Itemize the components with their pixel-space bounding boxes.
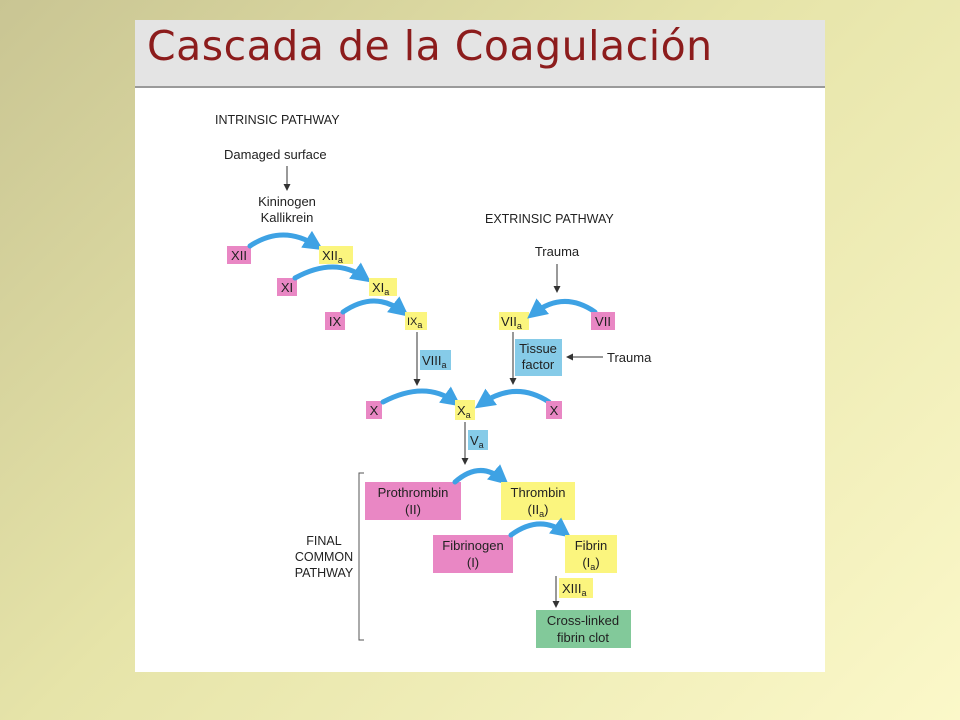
extrinsic-heading: EXTRINSIC PATHWAY (485, 212, 614, 226)
clot-line-2: fibrin clot (557, 630, 609, 645)
tissue-factor-line-2: factor (522, 357, 555, 372)
kininogen-label: Kininogen (258, 194, 316, 209)
factor-x-right-label: X (550, 403, 559, 418)
damaged-surface-label: Damaged surface (224, 147, 327, 162)
factor-va-label: Va (470, 433, 484, 450)
slide-title: Cascada de la Coagulación (147, 22, 713, 70)
kallikrein-label: Kallikrein (261, 210, 314, 225)
factor-viia-box (499, 312, 529, 330)
factor-x-left-box (366, 401, 382, 419)
activation-arrow-vii (527, 298, 598, 319)
factor-vii-label: VII (595, 314, 611, 329)
factor-ix-label: IX (329, 314, 342, 329)
factor-xa-box (455, 400, 475, 420)
fibrin-box (565, 535, 617, 573)
prothrombin-box (365, 482, 461, 520)
final-pathway-line-3: PATHWAY (295, 566, 354, 580)
fibrin-line-1: Fibrin (575, 538, 608, 553)
factor-ixa-label: IXa (407, 316, 422, 330)
factor-xi-label: XI (281, 280, 293, 295)
coagulation-cascade-diagram: INTRINSIC PATHWAY Damaged surface Kinino… (215, 113, 652, 648)
activation-arrow-x-left (380, 386, 462, 407)
factor-viia-label: VIIa (501, 314, 522, 331)
factor-xiiia-box (559, 578, 593, 598)
prothrombin-line-2: (II) (405, 502, 421, 517)
factor-vii-box (591, 312, 615, 330)
intrinsic-heading: INTRINSIC PATHWAY (215, 113, 340, 127)
factor-viiia-box (420, 350, 451, 370)
fibrinogen-box (433, 535, 513, 573)
slide: Cascada de la Coagulación INTRINSIC PATH… (135, 20, 825, 672)
fibrinogen-line-2: (I) (467, 555, 479, 570)
final-pathway-line-1: FINAL (306, 534, 341, 548)
final-pathway-line-2: COMMON (295, 550, 353, 564)
title-bar: Cascada de la Coagulación (135, 20, 825, 88)
trauma-top-label: Trauma (535, 244, 580, 259)
factor-xi-box (277, 278, 297, 296)
factor-viiia-label: VIIIa (422, 353, 447, 370)
final-pathway-bracket (358, 472, 364, 641)
thrombin-box (501, 482, 575, 520)
factor-xiiia-label: XIIIa (562, 581, 587, 598)
factor-xii-box (227, 246, 251, 264)
factor-va-box (468, 430, 488, 450)
activation-arrow-ix (340, 296, 409, 317)
factor-xiia-box (319, 246, 353, 264)
factor-x-left-label: X (370, 403, 379, 418)
thrombin-line-2: (IIa) (528, 502, 549, 519)
activation-arrow-fibrinogen (508, 517, 571, 538)
activation-arrow-prothrombin (452, 464, 509, 485)
factor-xia-box (369, 278, 397, 296)
factor-xii-label: XII (231, 248, 247, 263)
factor-ix-box (325, 312, 345, 330)
tissue-factor-line-1: Tissue (519, 341, 557, 356)
fibrin-line-2: (Ia) (582, 555, 599, 572)
crosslinked-clot-box (536, 610, 631, 648)
factor-x-right-box (546, 401, 562, 419)
activation-arrow-x-right (474, 388, 552, 409)
activation-arrow-xii (247, 230, 324, 251)
activation-arrow-xi (292, 262, 372, 283)
fibrinogen-line-1: Fibrinogen (442, 538, 503, 553)
factor-ixa-box (405, 312, 427, 330)
trauma-side-label: Trauma (607, 350, 652, 365)
factor-xia-label: XIa (372, 280, 389, 297)
thrombin-line-1: Thrombin (511, 485, 566, 500)
factor-xiia-label: XIIa (322, 248, 343, 265)
clot-line-1: Cross-linked (547, 613, 619, 628)
tissue-factor-box (515, 339, 562, 376)
factor-xa-label: Xa (457, 403, 471, 420)
prothrombin-line-1: Prothrombin (378, 485, 449, 500)
